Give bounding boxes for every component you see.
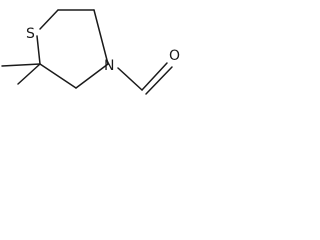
bond-cho-o bbox=[141, 62, 168, 91]
bond-s-c6 bbox=[39, 9, 59, 30]
bond-c5-n bbox=[93, 9, 109, 65]
bond-c2-methyl-b bbox=[17, 63, 41, 85]
bond-c2-s bbox=[36, 35, 41, 65]
molecule-structure: S N O bbox=[1, 9, 180, 95]
bond-n-cho bbox=[117, 67, 143, 91]
nitrogen-label: N bbox=[104, 58, 114, 74]
bond-c3-c2 bbox=[39, 63, 77, 89]
bond-n-c3 bbox=[75, 63, 109, 89]
bond-cho-o-double bbox=[145, 66, 173, 95]
oxygen-label: O bbox=[169, 48, 180, 64]
bond-c2-methyl-a bbox=[1, 63, 41, 67]
structure-canvas: S N O bbox=[0, 0, 188, 102]
sulfur-label: S bbox=[26, 26, 35, 42]
